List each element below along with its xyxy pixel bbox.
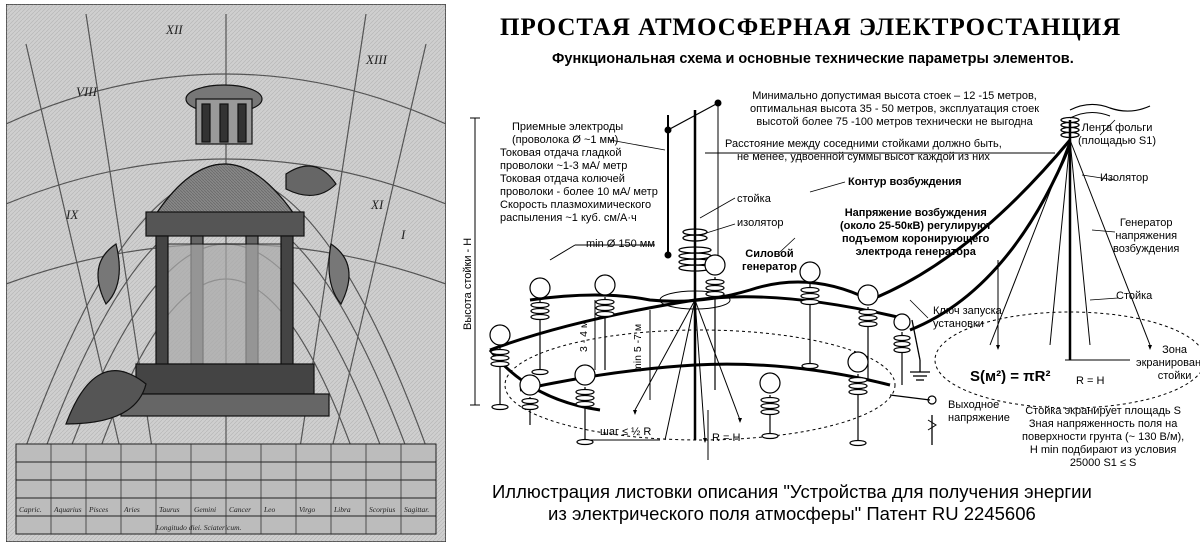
electrodes-description: Приемные электроды (проволока Ø ~1 мм) Т… bbox=[500, 121, 658, 224]
svg-text:Virgo: Virgo bbox=[299, 505, 315, 514]
svg-text:Leo: Leo bbox=[263, 505, 276, 514]
post-7 bbox=[489, 324, 511, 411]
dist-3-4-label: 3 - 4 м bbox=[578, 320, 590, 352]
antique-engraving-image: XII XIII VIII IX XI I bbox=[5, 3, 447, 543]
numeral-12: XII bbox=[165, 22, 183, 37]
zone-label: Зона экранирования стойки bbox=[1136, 344, 1200, 382]
min-diameter-label: min Ø 150 мм bbox=[586, 238, 655, 250]
power-generator-label: Силовой генератор bbox=[742, 248, 797, 273]
numeral-1: I bbox=[400, 227, 406, 242]
pavilion-illustration bbox=[65, 84, 350, 425]
numeral-13: XIII bbox=[365, 52, 388, 67]
area-formula: S(м²) = πR² bbox=[970, 368, 1051, 385]
screen-note: Стойка экранирует площадь S Зная напряже… bbox=[1022, 405, 1185, 469]
stand-left-label: стойка bbox=[737, 193, 771, 205]
svg-text:Cancer: Cancer bbox=[229, 505, 251, 514]
dist-5-7-label: min 5 -7 м bbox=[632, 323, 644, 372]
insulator-left-label: изолятор bbox=[737, 217, 784, 229]
svg-text:Aquarius: Aquarius bbox=[53, 505, 82, 514]
stand-height-label: Высота стойки - Н bbox=[462, 237, 474, 330]
engraving-svg: XII XIII VIII IX XI I bbox=[5, 3, 447, 543]
stand-right-label: Стойка bbox=[1116, 290, 1153, 302]
post-6 bbox=[893, 313, 911, 385]
svg-text:Capric.: Capric. bbox=[19, 505, 42, 514]
post-10 bbox=[759, 372, 781, 440]
generator-label: Генератор напряжения возбуждения bbox=[1113, 217, 1180, 255]
svg-text:Libra: Libra bbox=[333, 505, 351, 514]
page-title: ПРОСТАЯ АТМОСФЕРНАЯ ЭЛЕКТРОСТАНЦИЯ bbox=[500, 14, 1122, 41]
contour-label: Контур возбуждения bbox=[848, 176, 962, 188]
excitation-voltage-label: Напряжение возбуждения (около 25-50кВ) р… bbox=[840, 207, 992, 258]
post-5 bbox=[857, 284, 879, 380]
post-1 bbox=[529, 277, 551, 376]
step-label: шаг ≤ ½ R bbox=[600, 426, 652, 438]
power-station-diagram: ПРОСТАЯ АТМОСФЕРНАЯ ЭЛЕКТРОСТАНЦИЯ Функц… bbox=[450, 0, 1200, 551]
page-subtitle: Функциональная схема и основные техничес… bbox=[552, 51, 1074, 67]
svg-text:Scorpius: Scorpius bbox=[369, 505, 395, 514]
numeral-11: XI bbox=[370, 197, 384, 212]
svg-text:Gemini: Gemini bbox=[194, 505, 216, 514]
height-note: Минимально допустимая высота стоек – 12 … bbox=[750, 90, 1040, 128]
svg-text:Sagittar.: Sagittar. bbox=[404, 505, 429, 514]
post-9 bbox=[574, 364, 596, 446]
post-2 bbox=[594, 274, 616, 370]
key-label: Ключ запуска установки bbox=[933, 305, 1002, 330]
svg-text:Pisces: Pisces bbox=[88, 505, 108, 514]
numeral-9: IX bbox=[65, 207, 79, 222]
caption: Иллюстрация листовки описания "Устройств… bbox=[492, 481, 1092, 524]
numeral-8: VIII bbox=[76, 84, 98, 99]
r-eq-h-center: R = H bbox=[712, 432, 741, 444]
foil-label: Лента фольги (площадью S1) bbox=[1078, 122, 1157, 147]
post-4 bbox=[799, 261, 821, 370]
distance-note: Расстояние между соседними стойками долж… bbox=[725, 138, 1002, 163]
insulator-right-label: Изолятор bbox=[1100, 172, 1149, 184]
output-voltage-label: Выходное напряжение bbox=[948, 399, 1010, 424]
svg-text:Longitudo diei. Sciatericum.: Longitudo diei. Sciatericum. bbox=[155, 523, 242, 532]
post-8 bbox=[519, 374, 541, 425]
r-eq-h-right: R = H bbox=[1076, 375, 1105, 387]
svg-text:Aries: Aries bbox=[123, 505, 140, 514]
svg-text:Taurus: Taurus bbox=[159, 505, 180, 514]
diagram-drawing bbox=[470, 99, 1200, 460]
post-11 bbox=[847, 351, 869, 447]
post-3 bbox=[704, 254, 726, 390]
